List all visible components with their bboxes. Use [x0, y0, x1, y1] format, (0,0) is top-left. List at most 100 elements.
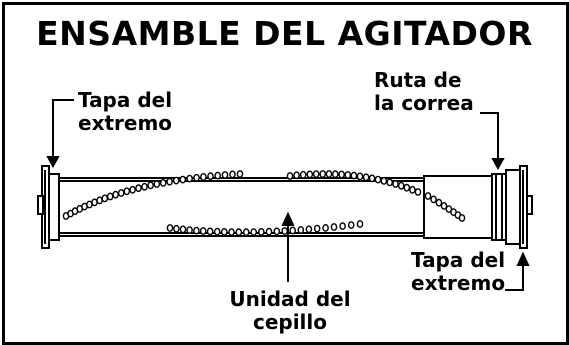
- bristle-tuft: [339, 222, 346, 231]
- bristle-tuft: [101, 194, 109, 203]
- right-end-cap: [505, 165, 533, 249]
- bristle-tuft: [386, 178, 394, 187]
- end-cap-left-label-line2: extremo: [78, 111, 173, 135]
- bristle-tuft: [286, 172, 294, 180]
- bristle-tuft: [242, 228, 250, 237]
- belt-path-label-line2: la correa: [374, 91, 474, 115]
- end-cap-right-label-line1: Tapa del: [411, 248, 506, 272]
- bristle-tuft: [153, 180, 161, 189]
- bristle-tuft: [297, 226, 305, 234]
- bristle-tuft: [392, 180, 399, 188]
- left-end-cap: [37, 165, 60, 249]
- end-cap-right-label-line2: extremo: [411, 271, 506, 295]
- brush-unit-label-line2: cepillo: [252, 310, 328, 334]
- end-cap-left-label: Tapa del extremo: [78, 89, 172, 135]
- bristle-tuft: [186, 226, 193, 235]
- bristle-tuft: [350, 171, 358, 180]
- bristle-tuft: [312, 170, 320, 179]
- bristle-tuft: [173, 224, 180, 233]
- bristle-tuft: [299, 170, 307, 179]
- belt-path-arrowhead: [491, 158, 505, 171]
- bristle-tuft: [257, 227, 265, 236]
- bristle-tuft: [250, 228, 257, 237]
- bristle-tuft: [117, 189, 125, 197]
- bristle-tuft: [322, 223, 329, 232]
- bristle-tuft: [213, 227, 221, 236]
- brush-unit-label: Unidad del cepillo: [215, 288, 365, 334]
- end-cap-left-label-line1: Tapa del: [78, 88, 173, 112]
- bristle-tuft: [374, 175, 382, 184]
- bristle-tuft: [235, 228, 243, 237]
- bristle-tuft: [265, 227, 273, 236]
- bristle-tuft: [281, 227, 289, 235]
- bristle-tuft: [306, 170, 314, 179]
- bristle-tuft: [403, 183, 411, 192]
- bristle-tuft: [207, 172, 214, 181]
- bristle-tuft: [106, 192, 114, 201]
- bristle-tuft: [313, 224, 321, 233]
- bristle-tuft: [305, 225, 313, 234]
- bristle-tuft: [236, 170, 244, 178]
- bristle-tuft: [129, 185, 136, 194]
- bristle-tuft: [338, 170, 345, 179]
- bristle-tuft: [159, 178, 167, 187]
- bristle-tuft: [435, 198, 443, 207]
- diagram-title: ENSAMBLE DEL AGITADOR: [36, 14, 533, 53]
- bristle-tuft: [430, 195, 437, 204]
- leader-lines: [46, 99, 530, 291]
- brush-unit-label-line1: Unidad del: [229, 287, 351, 311]
- bristle-tuft: [356, 172, 364, 181]
- end-cap-left-leader: [52, 99, 74, 160]
- bristle-tuft: [397, 181, 405, 190]
- bristle-tuft: [221, 171, 229, 179]
- brush-unit-arrowhead: [281, 211, 295, 226]
- bristle-tuft: [199, 227, 207, 235]
- bristle-tuft: [96, 196, 103, 205]
- bristle-tuft: [123, 187, 131, 196]
- bristle-tuft: [409, 185, 416, 194]
- bristle-tuft: [330, 223, 338, 231]
- bristle-tuft: [347, 221, 355, 230]
- end-cap-right-arrowhead: [516, 251, 530, 266]
- bristle-tuft: [440, 201, 448, 210]
- bristle-tuft: [220, 227, 228, 236]
- bristle-tuft: [362, 173, 370, 182]
- bristle-tuft: [214, 171, 221, 180]
- bristle-tuft: [186, 174, 193, 183]
- end-cap-right-leader: [505, 262, 524, 291]
- bristle-tuft: [458, 214, 466, 222]
- bristle-tuft: [424, 192, 432, 200]
- bristle-tuft: [229, 170, 236, 179]
- bristle-tuft: [166, 177, 173, 186]
- bristle-tuft: [179, 175, 187, 184]
- bristle-tuft: [289, 226, 297, 235]
- bristle-tuft: [344, 171, 352, 179]
- brush-roll-body: [58, 177, 425, 237]
- bristle-tuft: [193, 173, 200, 182]
- bristle-tuft: [331, 170, 339, 179]
- bristle-rows: [62, 170, 466, 237]
- bristle-tuft: [325, 170, 333, 178]
- bristle-tuft: [368, 174, 376, 183]
- bristle-tuft: [293, 171, 300, 180]
- end-cap-right-label: Tapa del extremo: [411, 249, 505, 295]
- bristle-tuft: [179, 225, 187, 234]
- bristle-tuft: [172, 176, 180, 185]
- belt-path-label: Ruta de la correa: [374, 69, 474, 115]
- bristle-tuft: [319, 170, 327, 178]
- bristle-tuft: [147, 181, 154, 190]
- bristle-tuft: [414, 188, 422, 196]
- bristle-tuft: [200, 173, 207, 181]
- bristle-tuft: [356, 220, 364, 228]
- belt-pulley-section: [423, 173, 507, 241]
- bristle-tuft: [112, 190, 119, 199]
- belt-path-leader: [480, 112, 499, 162]
- bristle-tuft: [193, 226, 200, 235]
- bristle-tuft: [380, 176, 388, 185]
- bristle-tuft: [141, 182, 148, 191]
- bristle-tuft: [206, 227, 214, 236]
- bristle-tuft: [135, 184, 142, 193]
- bristle-tuft: [228, 228, 235, 237]
